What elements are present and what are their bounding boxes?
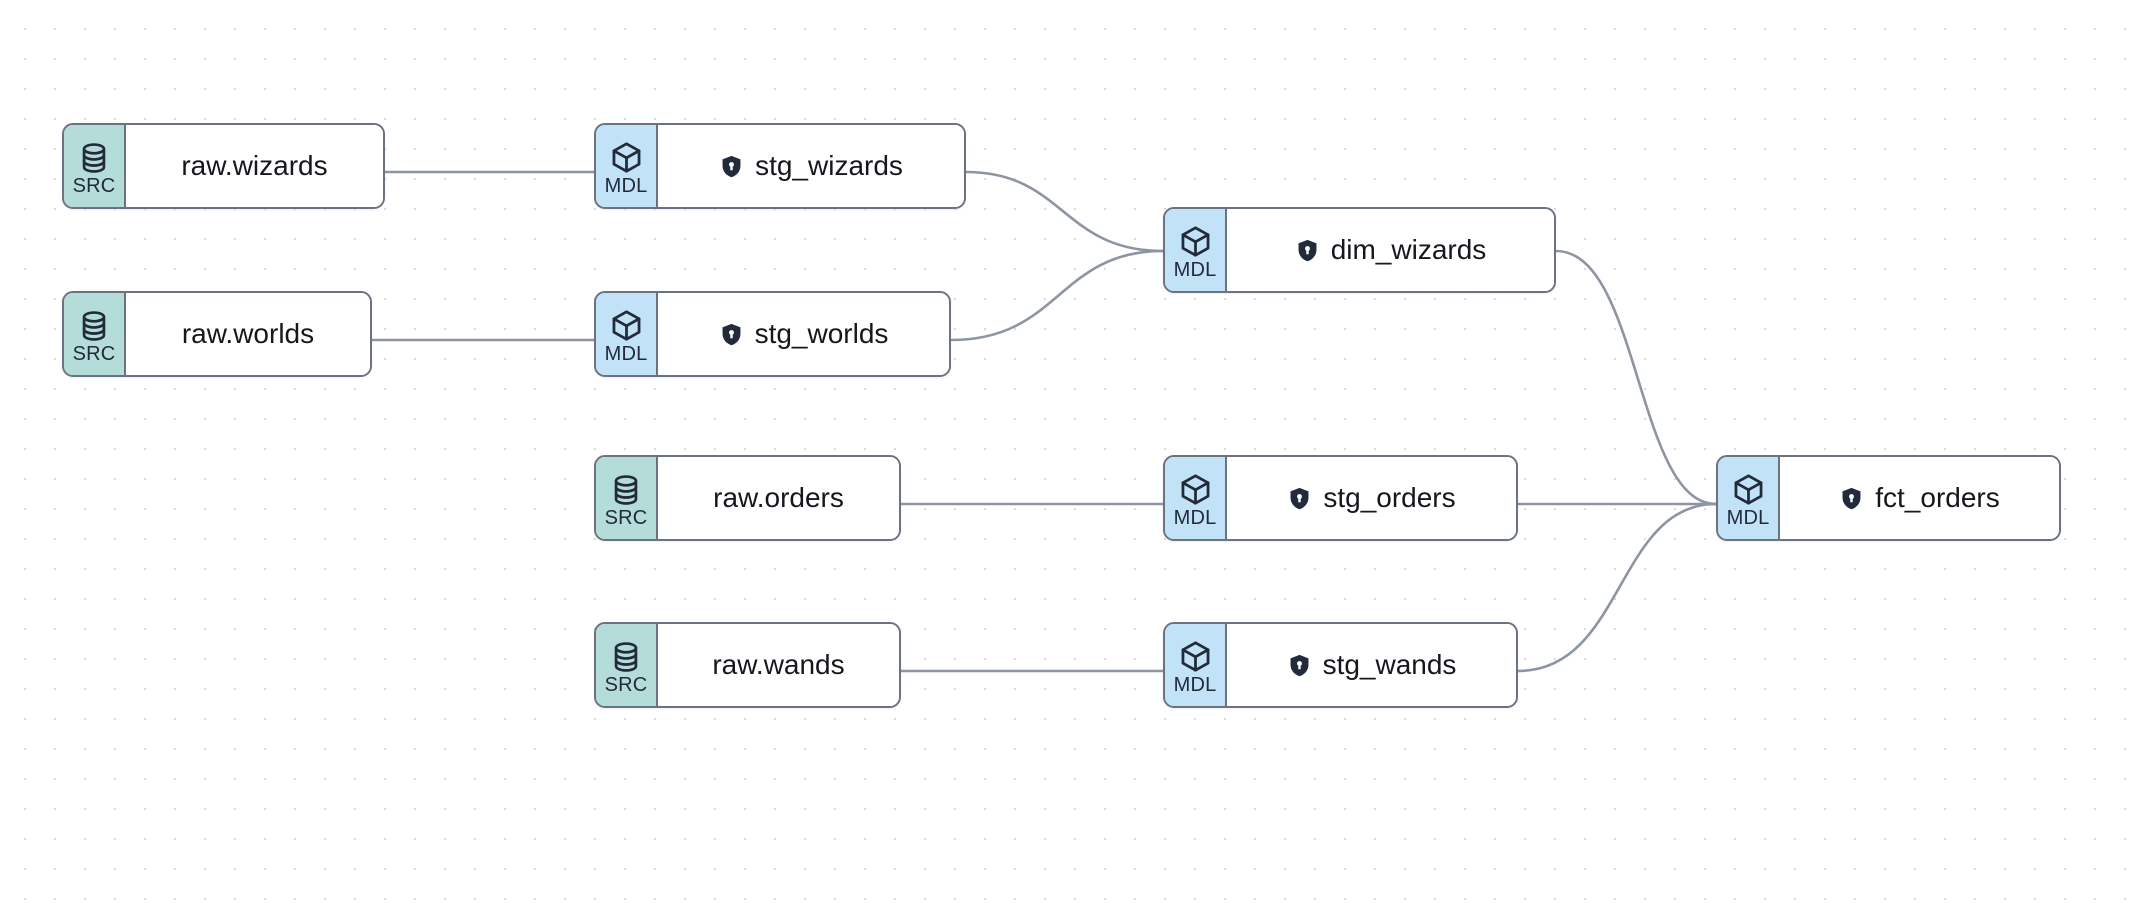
edge-stg_worlds-to-dim_wizards[interactable] [949, 249, 1165, 342]
node-raw_orders[interactable]: SRC raw.orders [594, 455, 901, 541]
database-icon [77, 309, 111, 343]
node-body: fct_orders [1780, 457, 2059, 539]
node-type-badge: MDL [1165, 209, 1227, 291]
node-stg_wands[interactable]: MDL stg_wands [1163, 622, 1518, 708]
node-type-badge: MDL [1165, 624, 1227, 706]
node-stg_worlds[interactable]: MDL stg_worlds [594, 291, 951, 377]
shield-lock-icon [719, 322, 744, 347]
node-type-label: SRC [72, 174, 116, 197]
node-label: stg_wizards [755, 149, 903, 181]
node-label: dim_wizards [1330, 233, 1487, 265]
shield-lock-icon [1287, 653, 1312, 678]
node-body: stg_wands [1227, 624, 1516, 706]
database-icon [609, 473, 643, 507]
node-label: raw.worlds [181, 317, 315, 349]
node-stg_orders[interactable]: MDL stg_orders [1163, 455, 1518, 541]
shield-lock-icon [1287, 486, 1312, 511]
node-stg_wizards[interactable]: MDL stg_wizards [594, 123, 966, 209]
shield-lock-icon [1295, 238, 1320, 263]
node-type-badge: SRC [596, 624, 658, 706]
node-dim_wizards[interactable]: MDL dim_wizards [1163, 207, 1556, 293]
node-label: raw.wands [712, 648, 845, 680]
edge-dim_wizards-to-fct_orders[interactable] [1554, 249, 1718, 506]
cube-icon [1178, 224, 1213, 259]
database-icon [77, 141, 111, 175]
node-type-label: SRC [604, 673, 648, 696]
node-type-label: MDL [1726, 507, 1770, 529]
node-type-label: MDL [1173, 507, 1217, 529]
node-body: stg_worlds [658, 293, 949, 375]
node-type-label: SRC [72, 342, 116, 365]
database-icon [609, 640, 643, 674]
cube-icon [1178, 472, 1213, 507]
node-type-badge: SRC [64, 125, 126, 207]
cube-icon [1178, 639, 1213, 674]
node-body: raw.wizards [126, 125, 383, 207]
node-type-badge: SRC [596, 457, 658, 539]
node-raw_wizards[interactable]: SRC raw.wizards [62, 123, 385, 209]
node-body: stg_wizards [658, 125, 964, 207]
node-type-badge: SRC [64, 293, 126, 375]
node-body: dim_wizards [1227, 209, 1554, 291]
node-type-badge: MDL [1718, 457, 1780, 539]
node-type-label: SRC [604, 506, 648, 529]
node-label: fct_orders [1875, 481, 2000, 513]
node-label: raw.wizards [181, 149, 328, 181]
cube-icon [609, 140, 644, 175]
node-type-badge: MDL [596, 293, 658, 375]
node-type-badge: MDL [1165, 457, 1227, 539]
node-fct_orders[interactable]: MDL fct_orders [1716, 455, 2061, 541]
node-label: stg_worlds [754, 317, 889, 349]
shield-lock-icon [1839, 486, 1864, 511]
node-type-badge: MDL [596, 125, 658, 207]
node-body: stg_orders [1227, 457, 1516, 539]
node-type-label: MDL [604, 343, 648, 365]
node-body: raw.wands [658, 624, 899, 706]
node-type-label: MDL [1173, 259, 1217, 281]
node-label: stg_orders [1323, 481, 1456, 513]
node-type-label: MDL [1173, 674, 1217, 696]
cube-icon [609, 308, 644, 343]
node-body: raw.orders [658, 457, 899, 539]
edge-stg_wands-to-fct_orders[interactable] [1516, 502, 1718, 673]
node-label: stg_wands [1322, 648, 1457, 680]
node-label: raw.orders [713, 481, 844, 513]
node-body: raw.worlds [126, 293, 370, 375]
cube-icon [1731, 472, 1766, 507]
node-raw_worlds[interactable]: SRC raw.worlds [62, 291, 372, 377]
shield-lock-icon [719, 154, 744, 179]
node-raw_wands[interactable]: SRC raw.wands [594, 622, 901, 708]
edge-stg_wizards-to-dim_wizards[interactable] [964, 170, 1165, 253]
node-type-label: MDL [604, 175, 648, 197]
